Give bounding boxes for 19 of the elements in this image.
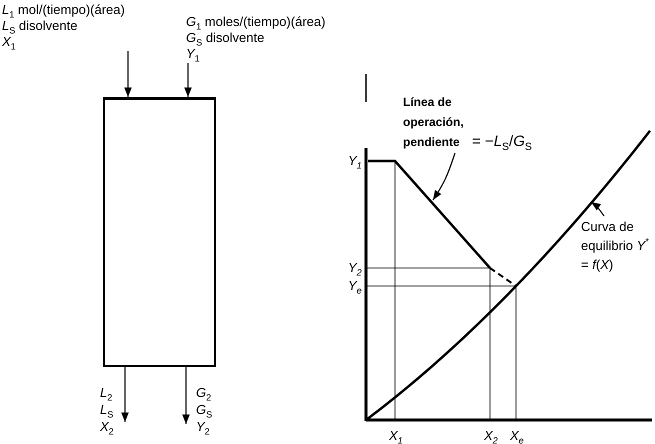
stream-label: G$_{1}$ moles/(tiempo)(área) G$_{S}$ disolvente Y$_{1}$ bbox=[186, 14, 326, 62]
stream-label: L$_{2}$ L$_{S}$ X$_{2}$ bbox=[100, 384, 125, 435]
axis-label: Y$_{1}$ bbox=[348, 153, 362, 168]
flow-arrow bbox=[182, 367, 190, 424]
axis-label: X$_{2}$ bbox=[484, 428, 498, 443]
axis-label: X$_{e}$ bbox=[510, 428, 524, 443]
flow-arrow bbox=[121, 367, 129, 422]
flow-arrow bbox=[124, 51, 132, 97]
stream-label: G$_{2}$ G$_{S}$ Y$_{2}$ bbox=[186, 384, 212, 435]
axis-label: Y$_{e}$ bbox=[348, 278, 362, 293]
axis-label: X$_{1}$ bbox=[389, 428, 403, 443]
column-box bbox=[103, 97, 216, 367]
callout-text: Línea de operación, pendiente = −L$_{S}$/G$_{S}$ bbox=[403, 92, 532, 152]
flow-arrow bbox=[184, 63, 192, 97]
leader-arrow bbox=[432, 152, 456, 200]
callout-text: Curva de equilibrio Y$^{*}$ = f(X) bbox=[581, 217, 651, 274]
axis-label: Y$_{2}$ bbox=[348, 260, 362, 275]
leader-arrow bbox=[590, 202, 604, 216]
stream-label: L$_{1}$ mol/(tiempo)(área) L$_{S}$ disolvente X$_{1}$ bbox=[2, 2, 125, 50]
